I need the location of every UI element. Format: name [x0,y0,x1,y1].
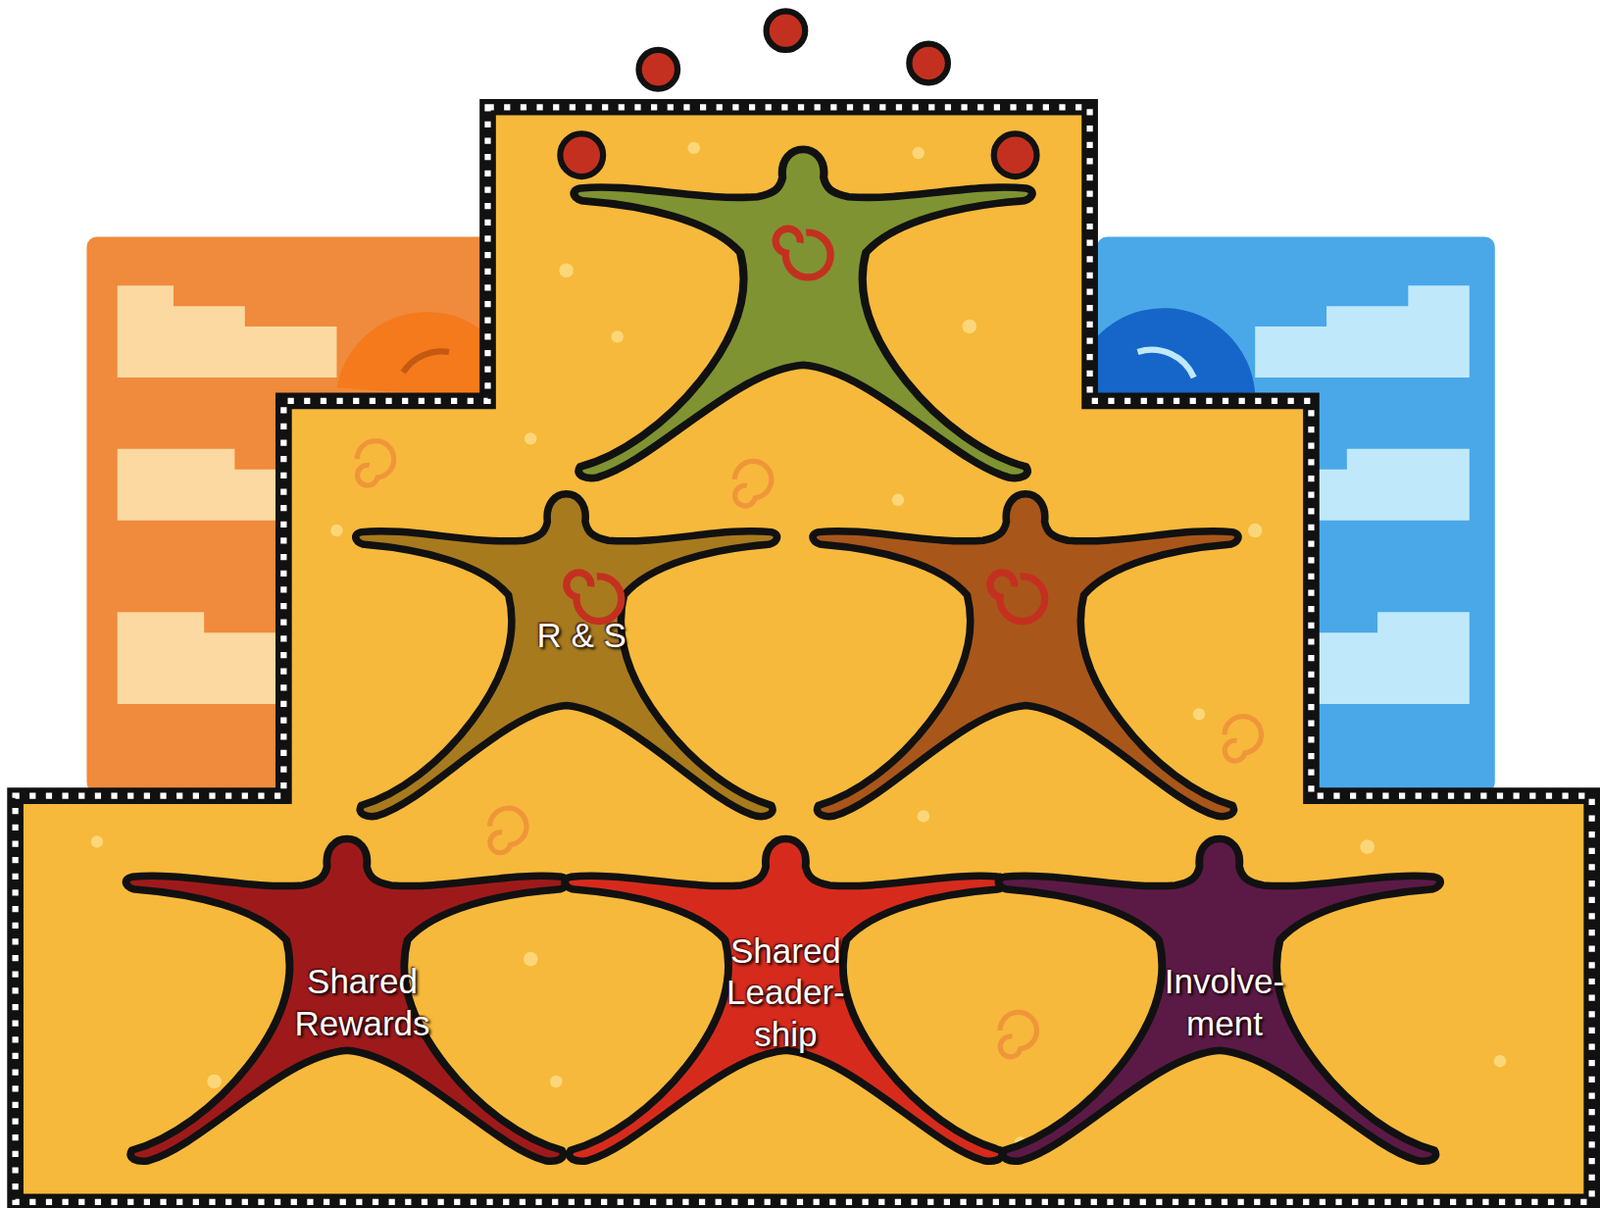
red-dots [559,10,1037,177]
figure-node: Shared Rewards [294,960,430,1045]
figure-bottom-right [998,838,1441,1161]
figure-node: R & S [537,614,627,657]
figure-node: Involve- ment [1164,960,1286,1045]
figure-label: Shared Rewards [294,960,430,1045]
figure-bottom-middle [564,838,1007,1161]
figure-middle-left [355,494,778,817]
stepped-pyramid [15,106,1593,1202]
faint-swirls [356,441,1261,1057]
figure-label: Shared Leader- ship [726,930,846,1056]
figure-top [573,149,1032,478]
figure-label: R & S [537,614,627,657]
figure-bottom-left [126,838,569,1161]
chest-swirls [566,228,1046,621]
figure-label: Involve- ment [1164,960,1286,1045]
figure-node: Shared Leader- ship [726,930,846,1056]
figure-middle-right [812,494,1239,817]
